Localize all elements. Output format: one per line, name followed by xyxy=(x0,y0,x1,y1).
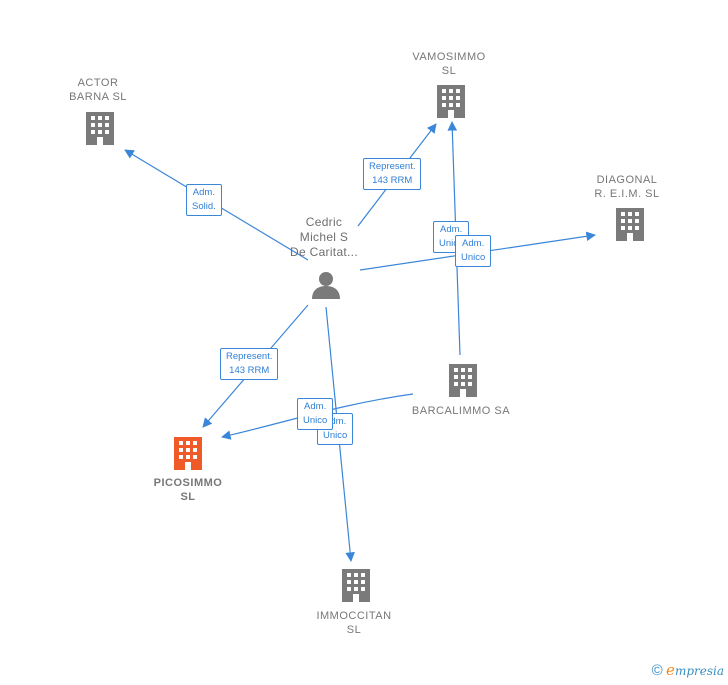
footer-brand[interactable]: © empresia xyxy=(652,661,724,679)
company-label-actor-barna[interactable]: ACTOR BARNA SL xyxy=(69,77,127,103)
company-label-immoccitan[interactable]: IMMOCCITAN SL xyxy=(316,610,392,636)
building-icon[interactable] xyxy=(449,364,477,397)
building-icon[interactable] xyxy=(342,569,370,602)
edge-label-represent-vamosimmo[interactable]: Represent. 143 RRM xyxy=(363,158,422,190)
company-label-diagonal[interactable]: DIAGONAL R. E.I.M. SL xyxy=(594,174,660,200)
building-icon[interactable] xyxy=(437,85,465,118)
copyright-icon: © xyxy=(651,662,663,679)
building-icon[interactable] xyxy=(616,208,644,241)
edge-label-adm-solid[interactable]: Adm. Solid. xyxy=(186,184,222,216)
company-label-barcalimmo[interactable]: BARCALIMMO SA xyxy=(411,405,511,417)
focus-building-icon[interactable] xyxy=(174,437,202,470)
building-icon[interactable] xyxy=(86,112,114,145)
company-label-vamosimmo[interactable]: VAMOSIMMO SL xyxy=(412,51,486,77)
person-name-label[interactable]: Cedric Michel S De Caritat... xyxy=(290,215,358,259)
person-icon[interactable] xyxy=(312,272,340,299)
company-label-picosimmo[interactable]: PICOSIMMO SL xyxy=(153,477,223,503)
edge-label-represent-picosimmo[interactable]: Represent. 143 RRM xyxy=(220,348,279,380)
brand-logo-initial: e xyxy=(666,661,675,679)
edge-label-adm-unico-c[interactable]: Adm. Unico xyxy=(297,398,334,430)
brand-name: mpresia xyxy=(674,664,724,678)
edge-label-adm-unico-b[interactable]: Adm. Unico xyxy=(455,235,492,267)
